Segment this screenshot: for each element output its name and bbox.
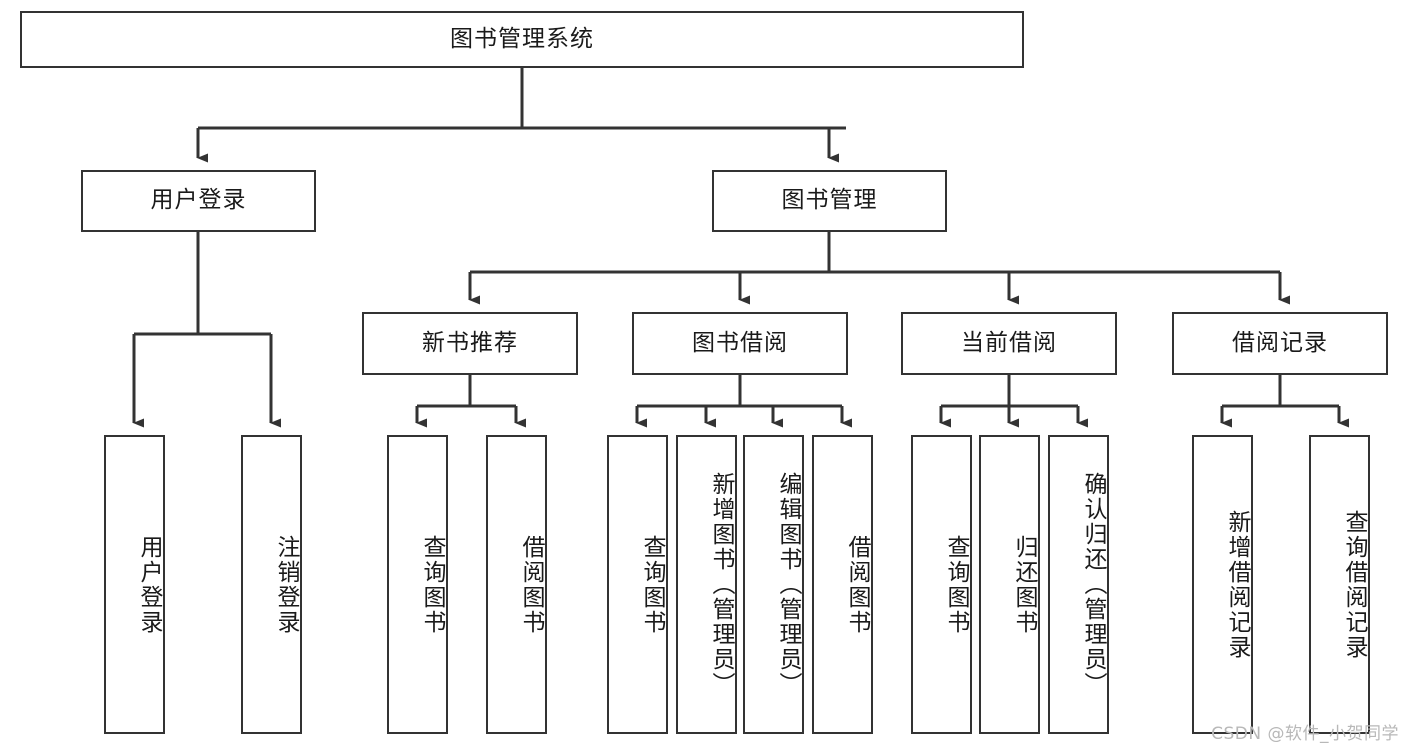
- leaf-return-book[interactable]: 归还图书: [979, 435, 1040, 734]
- node-book-management[interactable]: 图书管理: [712, 170, 947, 232]
- node-user-login[interactable]: 用户登录: [81, 170, 316, 232]
- node-borrow-record[interactable]: 借阅记录: [1172, 312, 1388, 375]
- node-label: 用户登录: [150, 187, 247, 214]
- leaf-query-book-borrow[interactable]: 查询图书: [607, 435, 668, 734]
- node-label: 查询图书: [639, 534, 665, 635]
- node-label: 图书借阅: [692, 329, 788, 356]
- node-label: 查询图书: [419, 534, 445, 635]
- leaf-logout[interactable]: 注销登录: [241, 435, 302, 734]
- node-label: 新书推荐: [422, 329, 518, 356]
- leaf-borrow-book[interactable]: 借阅图书: [812, 435, 873, 734]
- csdn-watermark: CSDN @软件_小贺同学: [1211, 724, 1399, 744]
- leaf-query-book-recommend[interactable]: 查询图书: [387, 435, 448, 734]
- node-root-system[interactable]: 图书管理系统: [20, 11, 1024, 68]
- node-label: 借阅图书: [518, 534, 544, 635]
- node-current-borrow[interactable]: 当前借阅: [901, 312, 1117, 375]
- leaf-add-book-admin[interactable]: 新增图书（管理员）: [676, 435, 737, 734]
- node-label: 编辑图书（管理员）: [775, 472, 801, 697]
- node-label: 借阅记录: [1232, 329, 1328, 356]
- node-label: 查询图书: [943, 534, 969, 635]
- leaf-borrow-book-recommend[interactable]: 借阅图书: [486, 435, 547, 734]
- leaf-confirm-return-admin[interactable]: 确认归还（管理员）: [1048, 435, 1109, 734]
- node-label: 注销登录: [273, 534, 299, 635]
- node-book-borrow[interactable]: 图书借阅: [632, 312, 848, 375]
- node-label: 图书管理: [781, 187, 878, 214]
- node-label: 确认归还（管理员）: [1080, 472, 1106, 697]
- node-label: 查询借阅记录: [1341, 509, 1367, 660]
- node-label: 当前借阅: [961, 329, 1057, 356]
- node-label: 借阅图书: [844, 534, 870, 635]
- leaf-user-login[interactable]: 用户登录: [104, 435, 165, 734]
- leaf-query-book-current[interactable]: 查询图书: [911, 435, 972, 734]
- node-label: 归还图书: [1011, 534, 1037, 635]
- node-new-book-recommend[interactable]: 新书推荐: [362, 312, 578, 375]
- leaf-add-borrow-record[interactable]: 新增借阅记录: [1192, 435, 1253, 734]
- node-label: 图书管理系统: [450, 25, 594, 52]
- node-label: 用户登录: [136, 534, 162, 635]
- node-label: 新增借阅记录: [1224, 509, 1250, 660]
- leaf-edit-book-admin[interactable]: 编辑图书（管理员）: [743, 435, 804, 734]
- node-label: 新增图书（管理员）: [708, 472, 734, 697]
- leaf-query-borrow-record[interactable]: 查询借阅记录: [1309, 435, 1370, 734]
